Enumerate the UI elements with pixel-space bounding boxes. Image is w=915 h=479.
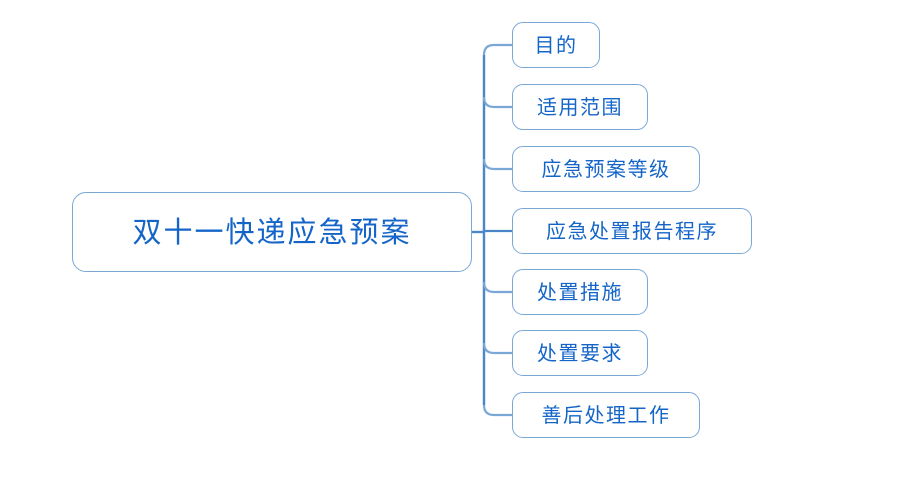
child-node-1[interactable]: 目的	[512, 22, 600, 68]
child-node-4-label: 应急处置报告程序	[546, 219, 718, 243]
child-node-3-label: 应急预案等级	[541, 157, 671, 181]
child-node-6-label: 处置要求	[537, 341, 623, 365]
connector-branch-2	[482, 96, 512, 109]
child-node-7[interactable]: 善后处理工作	[512, 392, 700, 438]
root-node-label: 双十一快递应急预案	[132, 214, 412, 249]
child-node-5[interactable]: 处置措施	[512, 269, 648, 315]
connector-branch-5	[482, 281, 512, 294]
child-node-2[interactable]: 适用范围	[512, 84, 648, 130]
child-node-5-label: 处置措施	[537, 280, 623, 304]
root-node[interactable]: 双十一快递应急预案	[72, 192, 472, 272]
child-node-6[interactable]: 处置要求	[512, 330, 648, 376]
connector-branch-7	[482, 404, 512, 417]
connector-branch-6	[482, 342, 512, 355]
connector-branch-1	[482, 43, 512, 56]
connector-branch-3	[482, 158, 512, 171]
child-node-2-label: 适用范围	[537, 95, 623, 119]
child-node-3[interactable]: 应急预案等级	[512, 146, 700, 192]
child-node-7-label: 善后处理工作	[541, 403, 671, 427]
child-node-4[interactable]: 应急处置报告程序	[512, 208, 752, 254]
child-node-1-label: 目的	[534, 33, 578, 57]
